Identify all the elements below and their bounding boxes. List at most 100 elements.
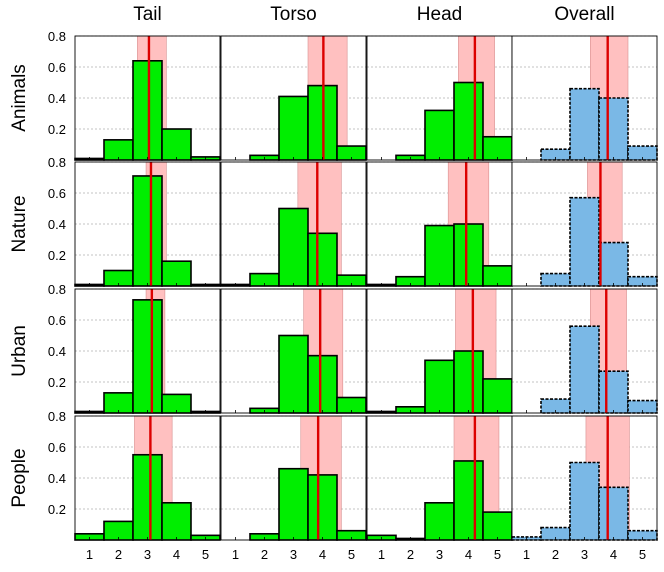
histogram-bar (278, 207, 309, 287)
x-tick-label: 4 (173, 547, 180, 562)
column-title: Overall (554, 4, 614, 25)
histogram-bar (540, 398, 571, 414)
histogram-bar (132, 299, 163, 414)
histogram-bar (424, 359, 455, 414)
panel-people-overall (511, 415, 658, 541)
histogram-bar (278, 467, 309, 541)
histogram-bar (569, 325, 600, 414)
y-tick-label: 0.6 (48, 440, 66, 455)
histogram-bar (103, 392, 134, 414)
y-tick-label: 0.2 (48, 502, 66, 517)
x-tick-label: 1 (232, 547, 239, 562)
histogram-bar (627, 145, 658, 161)
row-label: Urban (9, 325, 30, 377)
column-title: Head (417, 4, 462, 25)
x-tick-label: 4 (465, 547, 472, 562)
y-tick-label: 0.6 (48, 186, 66, 201)
histogram-bar (569, 196, 600, 287)
histogram-bar (161, 128, 192, 161)
column-title: Torso (270, 4, 316, 25)
x-tick-label: 3 (436, 547, 443, 562)
histogram-bar (482, 511, 513, 541)
histogram-bar (278, 95, 309, 161)
x-tick-label: 5 (348, 547, 355, 562)
histogram-bar (132, 175, 163, 287)
y-tick-label: 0.8 (48, 282, 66, 297)
histogram-bar (453, 81, 484, 161)
histogram-bar (424, 109, 455, 161)
panel-urban-head (366, 288, 513, 414)
y-tick-label: 0.4 (48, 217, 66, 232)
histogram-bar (453, 350, 484, 414)
histogram-bar (132, 453, 163, 541)
x-tick-label: 1 (523, 547, 530, 562)
y-tick-label: 0.6 (48, 60, 66, 75)
panel-people-head (366, 415, 513, 541)
histogram-bar (161, 501, 192, 541)
histogram-bar (307, 474, 338, 541)
panel-nature-torso (220, 161, 367, 287)
histogram-bar (482, 265, 513, 287)
x-tick-label: 1 (86, 547, 93, 562)
x-tick-label: 5 (202, 547, 209, 562)
x-tick-label: 1 (378, 547, 385, 562)
panel-animals-tail (74, 35, 221, 161)
panel-people-torso (220, 415, 367, 541)
row-label: People (9, 448, 30, 507)
panel-people-tail (74, 415, 221, 541)
panel-urban-torso (220, 288, 367, 414)
y-tick-label: 0.4 (48, 471, 66, 486)
column-title: Tail (133, 4, 162, 25)
row-label: Animals (9, 64, 30, 132)
histogram-bar (598, 97, 629, 161)
histogram-bar (161, 260, 192, 287)
x-tick-label: 2 (115, 547, 122, 562)
y-tick-label: 0.8 (48, 155, 66, 170)
histogram-bar (132, 59, 163, 161)
panel-animals-overall (511, 35, 658, 161)
y-tick-label: 0.8 (48, 409, 66, 424)
panel-urban-tail (74, 288, 221, 414)
histogram-bar (278, 334, 309, 414)
histogram-bar (424, 224, 455, 287)
histogram-bar (598, 370, 629, 414)
histogram-bar (424, 501, 455, 541)
x-tick-label: 5 (639, 547, 646, 562)
y-tick-label: 0.2 (48, 375, 66, 390)
panel-animals-torso (220, 35, 367, 161)
y-tick-label: 0.4 (48, 91, 66, 106)
panel-animals-head (366, 35, 513, 161)
panel-nature-tail (74, 161, 221, 287)
x-tick-label: 2 (552, 547, 559, 562)
histogram-bar (482, 135, 513, 161)
histogram-bar (307, 354, 338, 414)
histogram-bar (307, 232, 338, 287)
histogram-bar (569, 461, 600, 541)
y-tick-label: 0.2 (48, 248, 66, 263)
x-tick-label: 5 (494, 547, 501, 562)
x-tick-label: 2 (407, 547, 414, 562)
x-tick-label: 4 (610, 547, 617, 562)
histogram-bar (103, 139, 134, 161)
x-tick-label: 2 (261, 547, 268, 562)
x-tick-label: 3 (144, 547, 151, 562)
panel-urban-overall (511, 288, 658, 414)
y-tick-label: 0.8 (48, 29, 66, 44)
histogram-bar (453, 223, 484, 287)
panel-nature-overall (511, 161, 658, 287)
y-tick-label: 0.2 (48, 122, 66, 137)
histogram-bar (598, 486, 629, 541)
row-label: Nature (9, 195, 30, 252)
x-tick-label: 3 (290, 547, 297, 562)
panel-nature-head (366, 161, 513, 287)
x-tick-label: 3 (581, 547, 588, 562)
y-tick-label: 0.6 (48, 313, 66, 328)
histogram-bar (598, 241, 629, 287)
histogram-bar (482, 378, 513, 414)
histogram-bar (453, 460, 484, 541)
x-tick-label: 4 (319, 547, 326, 562)
histogram-bar (569, 87, 600, 161)
y-tick-label: 0.4 (48, 344, 66, 359)
